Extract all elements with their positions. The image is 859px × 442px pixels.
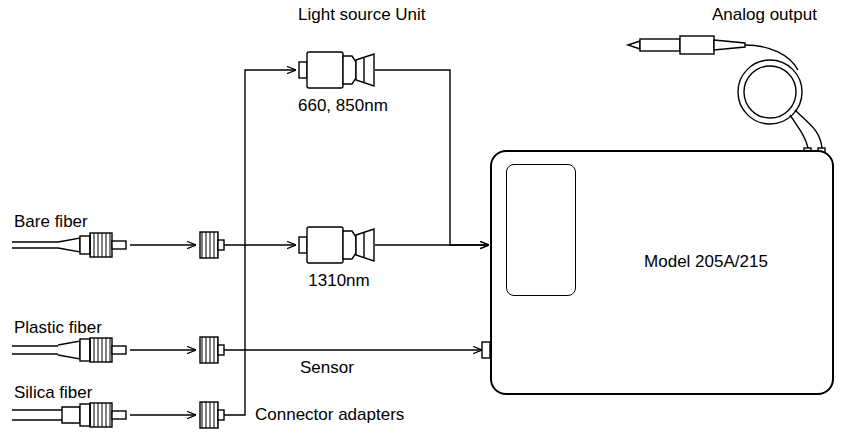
light-source-symbol bbox=[298, 50, 380, 90]
instrument-box: Model 205A/215 bbox=[490, 150, 834, 395]
light-source-symbol bbox=[298, 225, 380, 265]
text-area: Model 205A/215 bbox=[588, 252, 824, 272]
fiber-label: Silica fiber bbox=[14, 383, 92, 403]
unit-label: Light source Unit bbox=[298, 5, 426, 25]
fiber-label: Plastic fiber bbox=[14, 318, 102, 338]
fiber-label: Bare fiber bbox=[14, 212, 88, 232]
light-source-unit: 1310nm bbox=[298, 225, 380, 297]
display-window bbox=[506, 164, 576, 296]
adapter-label: Connector adapters bbox=[255, 405, 404, 425]
connector bbox=[375, 70, 489, 245]
wavelength-label: 1310nm bbox=[298, 271, 380, 291]
model-name: Model 205A/215 bbox=[588, 252, 824, 272]
sensor-label: Sensor bbox=[300, 358, 354, 378]
output-label: Analog output bbox=[712, 5, 817, 25]
connector bbox=[375, 244, 489, 245]
wavelength-label: 660, 850nm bbox=[298, 96, 380, 116]
light-source-unit: 660, 850nm bbox=[298, 50, 380, 122]
